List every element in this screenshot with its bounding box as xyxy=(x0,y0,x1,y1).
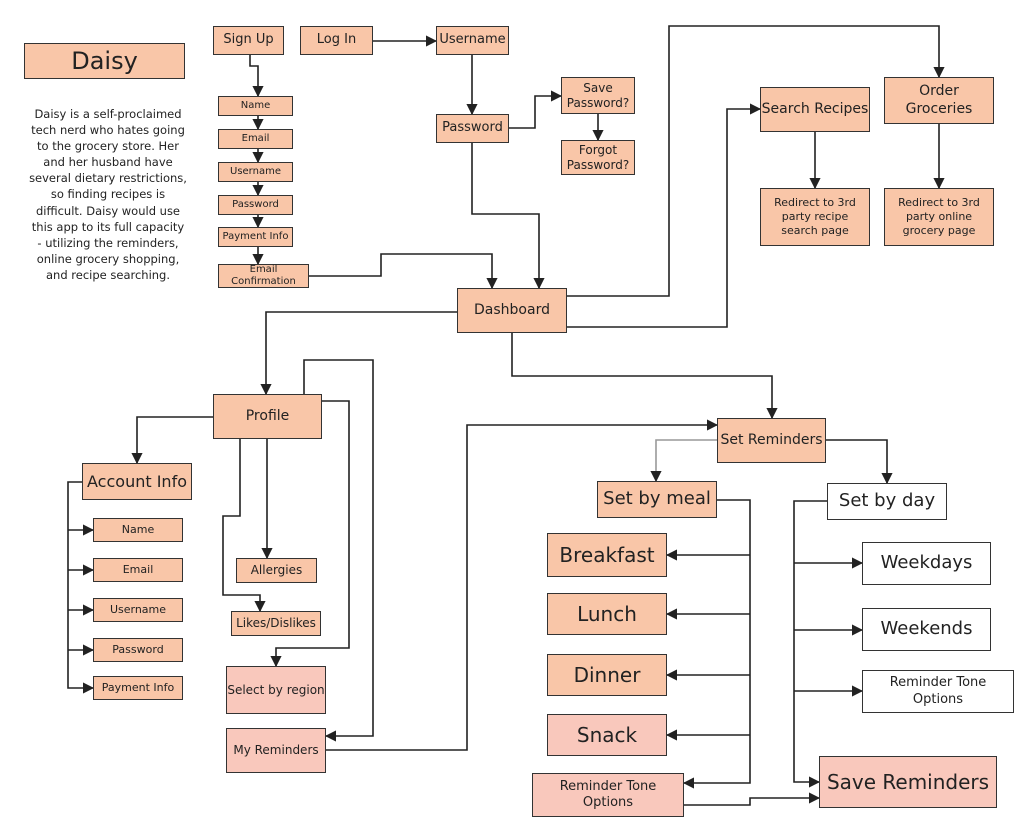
select-by-region-node: Select by region xyxy=(226,666,326,714)
recipe-redirect-node: Redirect to 3rd party recipe search page xyxy=(760,188,870,246)
account-payment-field: Payment Info xyxy=(93,676,183,700)
connector-dashboard-to-profile xyxy=(260,311,457,396)
search-recipes-node: Search Recipes xyxy=(760,87,870,132)
account-email-field: Email xyxy=(93,558,183,582)
connector-password-to-dashboard xyxy=(471,143,545,290)
forgot-password-node: Forgot Password? xyxy=(561,140,635,175)
signup-payment-field: Payment Info xyxy=(218,227,293,247)
persona-description: Daisy is a self-proclaimed tech nerd who… xyxy=(29,107,187,282)
account-name-field: Name xyxy=(93,518,183,542)
signup-password-field: Password xyxy=(218,195,293,215)
connector-profile-to-region xyxy=(270,400,350,668)
account-username-field: Username xyxy=(93,598,183,622)
account-password-field: Password xyxy=(93,638,183,662)
connector-my-reminders-to-set xyxy=(326,419,719,751)
account-info-node: Account Info xyxy=(82,463,192,500)
connector-account-spine xyxy=(67,481,95,694)
save-reminders-node: Save Reminders xyxy=(819,756,997,808)
connector-meal-tone-to-save xyxy=(684,792,821,806)
sign-up-node: Sign Up xyxy=(213,26,284,55)
allergies-node: Allergies xyxy=(236,558,317,583)
lunch-node: Lunch xyxy=(547,593,667,635)
signup-email-field: Email xyxy=(218,129,293,149)
connector-day-spine xyxy=(793,500,827,788)
connector-confirmation-to-dashboard xyxy=(309,253,498,290)
connector-meal-spine xyxy=(682,499,751,789)
connector-profile-to-my-reminders xyxy=(303,359,374,742)
log-in-node: Log In xyxy=(300,26,373,55)
save-password-node: Save Password? xyxy=(561,77,635,114)
weekends-node: Weekends xyxy=(862,608,991,651)
snack-node: Snack xyxy=(547,714,667,756)
set-by-meal-node: Set by meal xyxy=(597,481,717,518)
day-tone-options-node: Reminder Tone Options xyxy=(862,670,1014,713)
my-reminders-node: My Reminders xyxy=(226,728,326,773)
set-reminders-node: Set Reminders xyxy=(717,418,826,463)
connector-signup-to-name xyxy=(249,55,264,98)
signup-email-confirmation: Email Confirmation xyxy=(218,264,309,288)
dashboard-node: Dashboard xyxy=(457,288,567,333)
profile-node: Profile xyxy=(213,394,322,439)
likes-dislikes-node: Likes/Dislikes xyxy=(231,611,321,636)
set-by-day-node: Set by day xyxy=(827,483,947,520)
meal-tone-options-node: Reminder Tone Options xyxy=(532,773,684,817)
connector-profile-to-likes xyxy=(222,439,266,613)
username-node: Username xyxy=(436,26,509,55)
connector-dashboard-to-search xyxy=(567,103,762,328)
dinner-node: Dinner xyxy=(547,654,667,696)
connector-dashboard-to-set-reminders xyxy=(511,333,778,420)
connector-set-to-by-meal xyxy=(650,439,717,483)
password-node: Password xyxy=(436,114,509,143)
order-groceries-node: Order Groceries xyxy=(884,77,994,124)
connector-profile-to-account xyxy=(131,416,213,465)
connector-dashboard-to-groceries xyxy=(567,25,945,297)
persona-name: Daisy xyxy=(24,43,185,79)
connector-password-to-save xyxy=(509,90,563,129)
breakfast-node: Breakfast xyxy=(547,533,667,577)
connector-set-to-by-day xyxy=(826,439,893,485)
grocery-redirect-node: Redirect to 3rd party online grocery pag… xyxy=(884,188,994,246)
signup-username-field: Username xyxy=(218,162,293,182)
signup-name-field: Name xyxy=(218,96,293,116)
weekdays-node: Weekdays xyxy=(862,542,991,585)
